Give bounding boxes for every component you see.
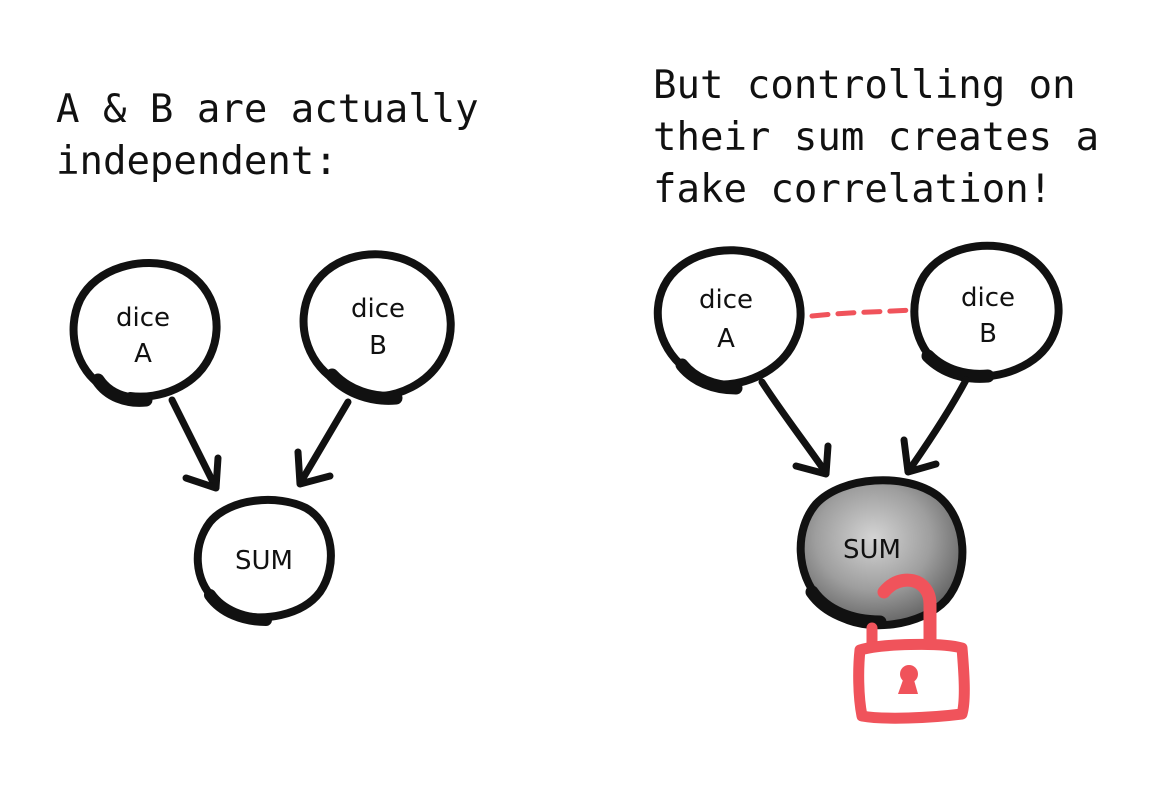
right-arrow-a-to-sum bbox=[758, 378, 832, 478]
left-dice-b-label-1: dice bbox=[351, 294, 405, 324]
right-caption-line-1: But controlling on bbox=[653, 63, 1076, 108]
left-diagram: dice A dice B SUM bbox=[69, 250, 455, 626]
padlock-icon bbox=[853, 573, 970, 724]
right-dice-a-label-2: A bbox=[717, 324, 735, 354]
left-dice-b-label-2: B bbox=[369, 331, 387, 361]
right-dice-a-label-1: dice bbox=[699, 285, 753, 315]
right-node-dice-b: dice B bbox=[910, 241, 1063, 383]
left-node-dice-a: dice A bbox=[69, 259, 221, 407]
right-arrow-b-to-sum bbox=[900, 376, 970, 476]
right-caption-line-3: fake correlation! bbox=[653, 167, 1053, 212]
right-dice-b-label-2: B bbox=[979, 319, 997, 349]
right-caption: But controlling on their sum creates a f… bbox=[653, 60, 1099, 216]
left-caption-line-1: A & B are actually bbox=[56, 87, 479, 132]
left-caption: A & B are actually independent: bbox=[56, 84, 479, 188]
right-caption-line-2: their sum creates a bbox=[653, 115, 1100, 160]
left-node-dice-b: dice B bbox=[299, 250, 455, 405]
fake-correlation-line bbox=[809, 307, 915, 319]
left-caption-line-2: independent: bbox=[56, 139, 338, 184]
left-dice-a-label-1: dice bbox=[116, 303, 170, 333]
right-diagram: dice A dice B SUM bbox=[653, 241, 1063, 724]
left-dice-a-label-2: A bbox=[134, 339, 152, 369]
left-sum-label: SUM bbox=[235, 546, 293, 576]
left-arrow-b-to-sum bbox=[294, 398, 352, 488]
left-node-sum: SUM bbox=[193, 495, 335, 626]
right-node-sum: SUM bbox=[796, 476, 967, 630]
right-sum-label: SUM bbox=[843, 535, 901, 565]
left-arrow-a-to-sum bbox=[168, 396, 222, 492]
right-node-dice-a: dice A bbox=[653, 246, 805, 395]
right-dice-b-label-1: dice bbox=[961, 283, 1015, 313]
